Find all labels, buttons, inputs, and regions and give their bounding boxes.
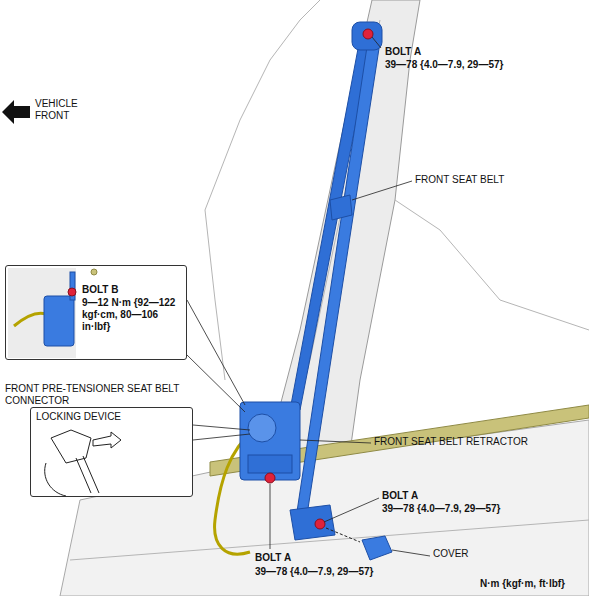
part-name: COVER — [433, 548, 513, 560]
inset-title: LOCKING DEVICE — [36, 411, 156, 423]
door-frame — [205, 0, 320, 210]
detail-inset: LOCKING DEVICE — [30, 407, 193, 497]
leader-lines — [187, 37, 430, 556]
belt-webbing — [295, 40, 380, 528]
retractor — [240, 402, 300, 480]
retractor — [44, 296, 74, 346]
leader-line — [352, 181, 412, 200]
torque-spec: 39—78 {4.0—7.9, 29—57} — [255, 566, 405, 578]
part-name: BOLT A — [385, 46, 505, 58]
part-name: BOLT A — [382, 490, 502, 502]
leader-line — [270, 484, 271, 549]
torque-spec: 9—12 N·m {92—122 kgf·cm, 80—106 in·lbf} — [82, 297, 182, 333]
direction-arrow — [2, 100, 30, 124]
detail-inset: BOLT B9—12 N·m {92—122 kgf·cm, 80—106 in… — [5, 265, 187, 360]
part-name: FRONT PRE-TENSIONER SEAT BELT CONNECTOR — [5, 383, 230, 407]
bolt-a — [315, 519, 325, 529]
door-frame — [205, 210, 225, 380]
inset-title: BOLT B — [82, 284, 182, 296]
wire — [76, 456, 99, 493]
connector-body — [51, 430, 91, 463]
unit-note: N·m {kgf·m, ft·lbf} — [480, 578, 585, 590]
part-name: BOLT A — [255, 552, 375, 564]
leader-line — [372, 37, 381, 48]
leader-line — [300, 440, 371, 443]
wire-harness — [14, 313, 46, 326]
lower-anchor — [290, 505, 335, 540]
leader-line — [187, 300, 245, 405]
inset-art — [31, 408, 194, 548]
part-name: FRONT SEAT BELT RETRACTOR — [374, 436, 574, 448]
leader-line — [193, 425, 250, 430]
cover — [362, 536, 392, 560]
pillar-panel — [8, 268, 76, 358]
torque-spec: 39—78 {4.0—7.9, 29—57} — [382, 503, 532, 515]
panel-edge — [395, 200, 589, 330]
bolt-b — [68, 288, 76, 296]
leader-line — [187, 355, 245, 412]
retractor-spool — [248, 414, 276, 442]
leader-line — [193, 434, 250, 440]
part-name: FRONT SEAT BELT — [415, 174, 565, 186]
direction-label: VEHICLE FRONT — [35, 98, 87, 122]
leader-line — [392, 550, 430, 556]
bolt-a — [265, 473, 275, 483]
side-sill — [210, 405, 589, 476]
retractor-base — [248, 455, 292, 473]
leader-line — [324, 498, 379, 522]
install-line — [326, 528, 360, 542]
shoulder-anchor — [352, 22, 382, 50]
release-arrow — [93, 432, 121, 448]
bolt-a — [363, 29, 373, 39]
torque-spec: 39—78 {4.0—7.9, 29—57} — [385, 59, 535, 71]
belt-stopper — [330, 195, 352, 220]
clip — [91, 269, 97, 275]
hand-outline — [45, 463, 66, 496]
